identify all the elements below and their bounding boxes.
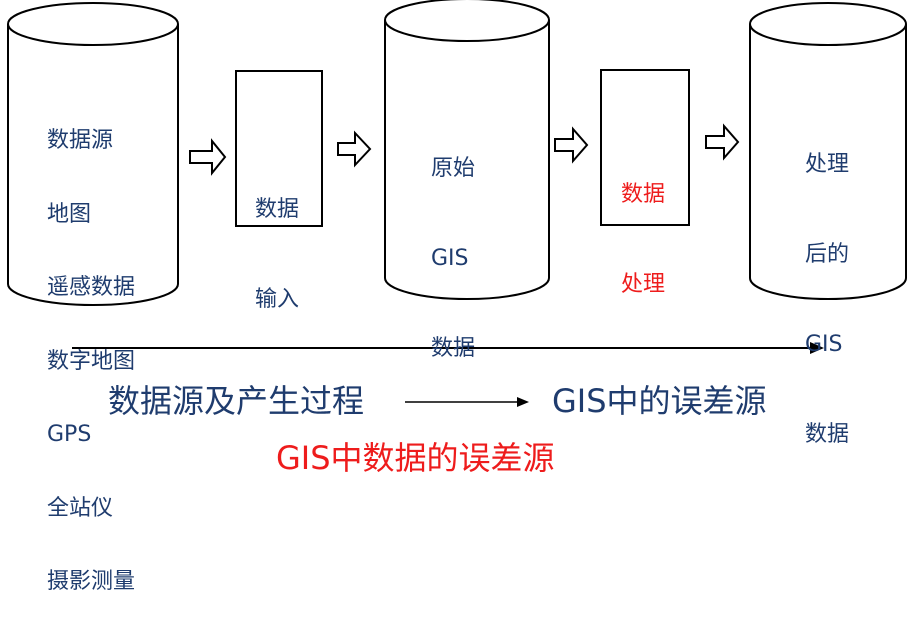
input-line-2: 输入	[255, 287, 300, 312]
processed-gis-label: 处理 后的 GIS 数据	[805, 90, 849, 480]
data-processing-box	[600, 69, 690, 226]
raw-line-1: 原始	[431, 156, 476, 181]
source-line-2: 地图	[47, 201, 92, 227]
process-timeline-arrow	[72, 342, 824, 354]
source-line-3: 遥感数据	[47, 275, 136, 300]
flow-diagram	[7, 0, 907, 407]
processed-line-4: 数据	[805, 422, 850, 447]
processing-line-1: 数据	[621, 182, 666, 207]
flow-arrow-1	[189, 138, 227, 176]
source-line-1: 数据源	[47, 128, 114, 153]
source-cylinder	[7, 2, 179, 306]
source-cylinder-label: 数据源 地图 遥感数据 数字地图 GPS 全站仪 摄影测量	[47, 80, 135, 619]
processing-line-2: 处理	[621, 272, 666, 297]
source-line-4: 数字地图	[47, 348, 136, 374]
processed-line-2: 后的	[805, 242, 850, 267]
data-processing-label: 数据 处理	[621, 120, 665, 330]
source-line-5: GPS	[47, 422, 92, 447]
raw-line-3: 数据	[431, 336, 476, 361]
source-line-6: 全站仪	[47, 495, 114, 521]
caption-arrow	[405, 397, 529, 407]
flow-arrow-3	[554, 126, 589, 164]
raw-line-2: GIS	[431, 246, 469, 271]
raw-gis-label: 原始 GIS 数据	[431, 94, 475, 394]
caption-right: GIS中的误差源	[552, 382, 767, 420]
caption-title: GIS中数据的误差源	[276, 439, 555, 477]
data-input-box	[235, 70, 323, 227]
flow-arrow-4	[705, 123, 740, 161]
processed-gis-cylinder	[749, 2, 907, 300]
processed-line-3: GIS	[805, 332, 843, 357]
data-input-label: 数据 输入	[255, 135, 299, 345]
source-line-7: 摄影测量	[47, 569, 136, 594]
input-line-1: 数据	[255, 197, 300, 222]
processed-line-1: 处理	[805, 152, 850, 177]
flow-arrow-2	[337, 130, 372, 168]
raw-gis-cylinder	[384, 0, 550, 300]
caption-left: 数据源及产生过程	[108, 382, 365, 420]
